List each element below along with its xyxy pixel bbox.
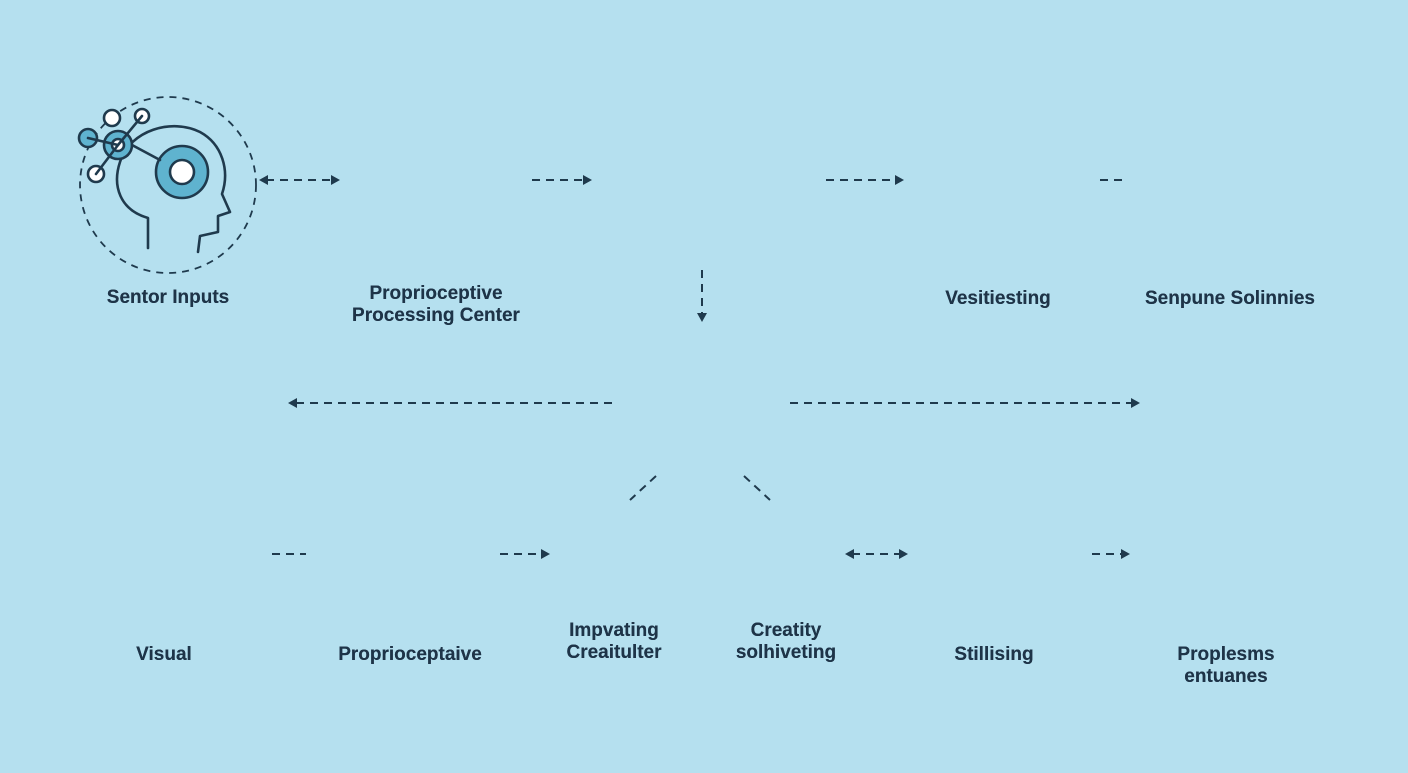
label-sensor-inputs: Sentor Inputs <box>106 287 230 308</box>
label-impvating-text: Impvating Creaitulter <box>566 620 662 663</box>
connector-hub-creatity <box>743 475 771 501</box>
label-senpune: Senpune Solinnies <box>1145 288 1315 309</box>
label-creatity-text: Creatity solhiveting <box>735 620 837 663</box>
label-visual-text: Visual <box>136 644 192 665</box>
label-visual: Visual <box>136 644 192 665</box>
label-sensor-inputs-text: Sentor Inputs <box>106 287 230 308</box>
label-proplesms: Proplesmѕ entuanes <box>1177 644 1275 687</box>
label-vesitiesting: Vesitiesting <box>945 288 1051 309</box>
label-proprioceptaive: Proprioceptaive <box>338 644 482 665</box>
label-proplesms-text: Proplesmѕ entuanes <box>1177 644 1275 687</box>
label-senpune-text: Senpune Solinnies <box>1145 288 1315 309</box>
label-impvating: Impvating Creaitulter <box>566 620 662 663</box>
head-sensor-gear-icon <box>77 96 257 274</box>
label-creatity: Creatity solhiveting <box>735 620 837 663</box>
label-proprioceptive-center: Proprioceptive Processing Center <box>352 283 520 326</box>
connectors <box>259 175 1140 559</box>
label-stillising: Stillising <box>954 644 1034 665</box>
label-stillising-text: Stillising <box>954 644 1034 665</box>
label-proprioceptaive-text: Proprioceptaive <box>338 644 482 665</box>
label-proprioceptive-center-text: Proprioceptive Processing Center <box>352 283 520 326</box>
label-vesitiesting-text: Vesitiesting <box>945 288 1051 309</box>
connector-hub-impvating <box>629 475 657 501</box>
